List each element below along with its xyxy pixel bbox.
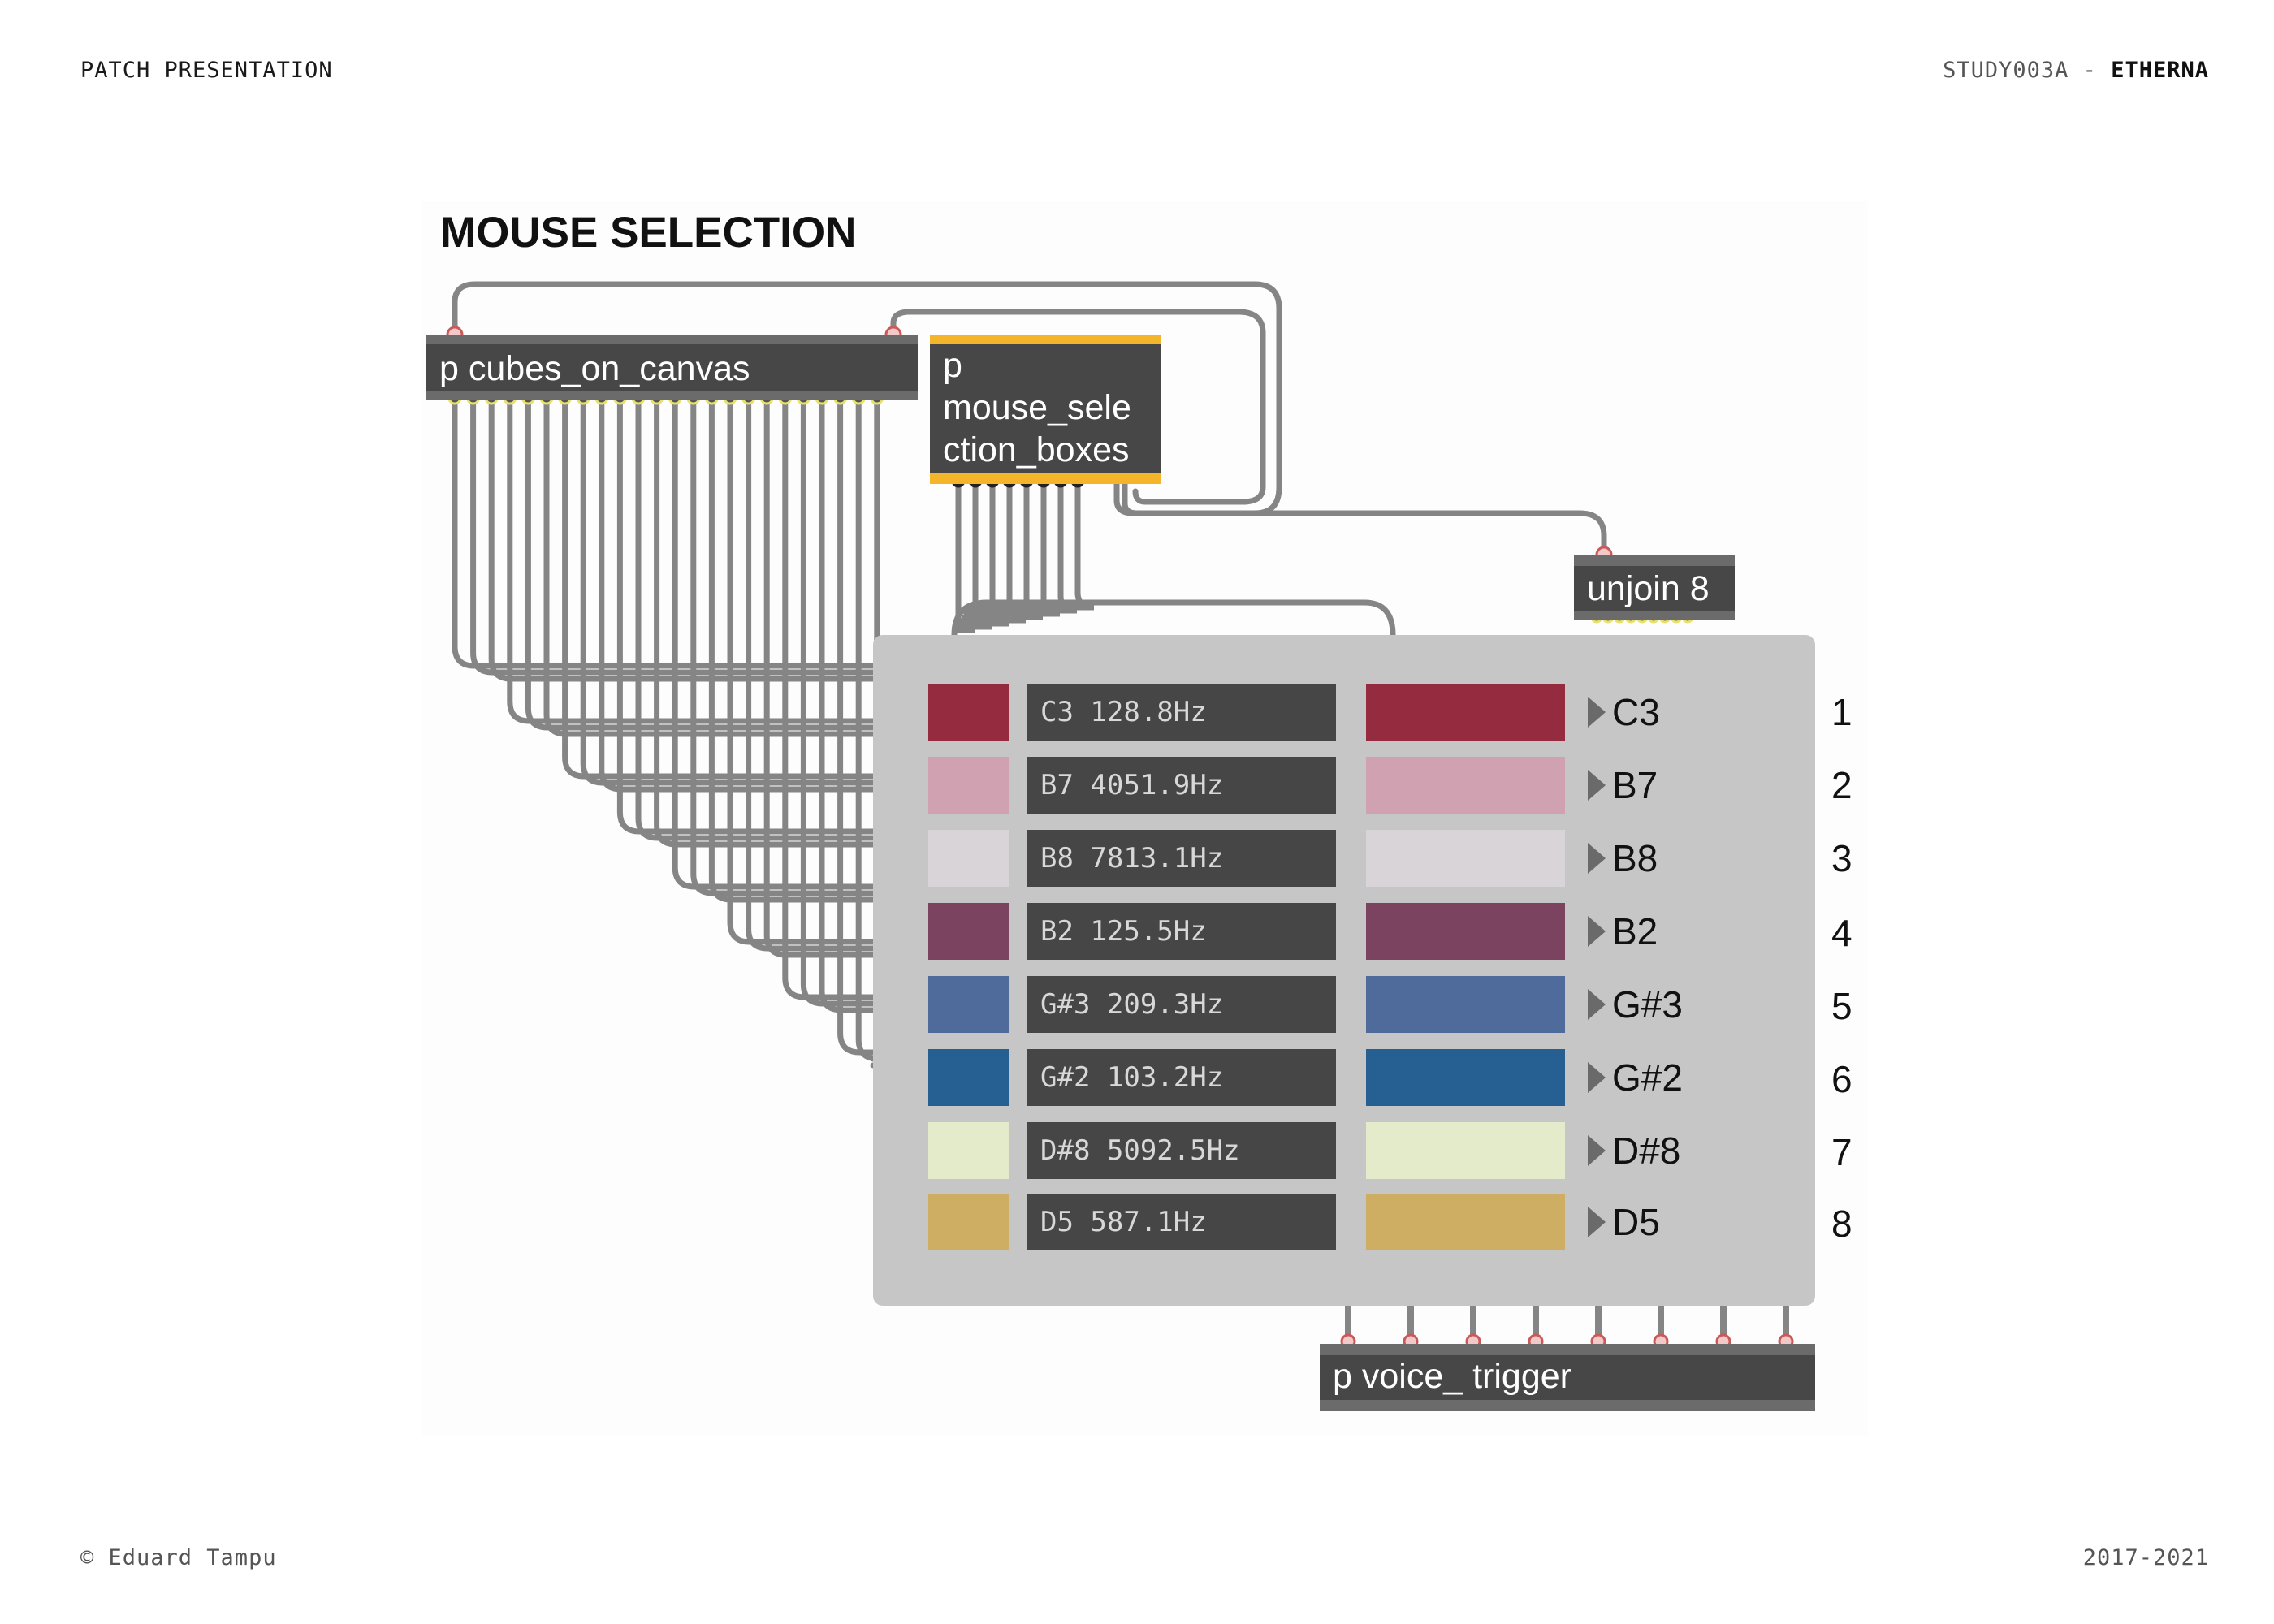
voice-row: D5 587.1Hz D5 — [873, 1194, 1815, 1250]
cube-cord[interactable] — [672, 396, 876, 890]
play-triangle-icon[interactable] — [1588, 697, 1606, 728]
section-title: MOUSE SELECTION — [440, 209, 857, 257]
selection-cord[interactable] — [965, 481, 1078, 614]
voice-index: 7 — [1831, 1131, 1852, 1173]
voice-row: C3 128.8Hz C3 — [873, 684, 1815, 741]
color-swatch[interactable] — [928, 684, 1009, 741]
voice-row: G#3 209.3Hz G#3 — [873, 976, 1815, 1033]
frequency-display: D5 587.1Hz — [1027, 1194, 1336, 1250]
note-label: B8 — [1612, 837, 1658, 879]
frequency-display: B7 4051.9Hz — [1027, 757, 1336, 814]
color-panel[interactable] — [1366, 684, 1565, 741]
frequency-display: G#2 103.2Hz — [1027, 1049, 1336, 1106]
footer-years: 2017-2021 — [2082, 1545, 2209, 1570]
play-triangle-icon[interactable] — [1588, 1135, 1606, 1166]
cube-cord[interactable] — [708, 396, 876, 903]
selection-cord[interactable] — [963, 481, 1061, 617]
note-label: B2 — [1612, 910, 1658, 952]
frequency-display: B2 125.5Hz — [1027, 903, 1336, 960]
color-panel[interactable] — [1366, 830, 1565, 887]
header-right-label: STUDY003A - ETHERNA — [1943, 58, 2209, 83]
color-swatch[interactable] — [928, 757, 1009, 814]
voice-index: 4 — [1831, 912, 1852, 954]
voice-index: 1 — [1831, 691, 1852, 733]
color-panel[interactable] — [1366, 903, 1565, 960]
frequency-display: C3 128.8Hz — [1027, 684, 1336, 741]
color-swatch[interactable] — [928, 1194, 1009, 1250]
play-triangle-icon[interactable] — [1588, 989, 1606, 1020]
header-project-label: ETHERNA — [2111, 58, 2209, 83]
mouse-selection-boxes-object[interactable]: p mouse_sele ction_boxes — [930, 335, 1161, 484]
voice-row: B8 7813.1Hz B8 — [873, 830, 1815, 887]
unjoin-object[interactable]: unjoin 8 — [1574, 555, 1735, 620]
play-triangle-icon[interactable] — [1588, 770, 1606, 801]
voice-index: 6 — [1831, 1058, 1852, 1100]
voice-index: 8 — [1831, 1203, 1852, 1245]
voice-trigger-object[interactable]: p voice_ trigger — [1320, 1344, 1815, 1411]
play-triangle-icon[interactable] — [1588, 1062, 1606, 1093]
voice-row: G#2 103.2Hz G#2 — [873, 1049, 1815, 1106]
voice-row: D#8 5092.5Hz D#8 — [873, 1122, 1815, 1179]
color-swatch[interactable] — [928, 830, 1009, 887]
mouse-object-label: p mouse_sele ction_boxes — [943, 346, 1131, 469]
cube-cord[interactable] — [452, 396, 876, 669]
footer-copyright: © Eduard Tampu — [80, 1545, 277, 1570]
voice-index: 5 — [1831, 985, 1852, 1027]
voice-index: 3 — [1831, 837, 1852, 879]
color-panel[interactable] — [1366, 1049, 1565, 1106]
cubes-on-canvas-object[interactable]: p cubes_on_canvas — [426, 335, 918, 400]
header-left-label: PATCH PRESENTATION — [80, 58, 333, 83]
note-label: G#3 — [1612, 983, 1683, 1026]
unjoin-cord[interactable] — [1113, 481, 1607, 558]
play-triangle-icon[interactable] — [1588, 916, 1606, 947]
note-label: G#2 — [1612, 1056, 1683, 1099]
feedback-cord[interactable] — [890, 309, 1266, 505]
color-panel[interactable] — [1366, 757, 1565, 814]
selection-cord[interactable] — [966, 481, 1095, 611]
header-study-label: STUDY003A - — [1943, 58, 2112, 83]
voice-object-label: p voice_ trigger — [1333, 1357, 1571, 1396]
unjoin-object-label: unjoin 8 — [1587, 569, 1710, 608]
frequency-display: G#3 209.3Hz — [1027, 976, 1336, 1033]
note-label: C3 — [1612, 691, 1660, 733]
color-panel[interactable] — [1366, 1122, 1565, 1179]
frequency-display: B8 7813.1Hz — [1027, 830, 1336, 887]
voice-index: 2 — [1831, 764, 1852, 806]
color-swatch[interactable] — [928, 1122, 1009, 1179]
selection-cord[interactable] — [951, 599, 1396, 638]
color-swatch[interactable] — [928, 976, 1009, 1033]
frequency-display: D#8 5092.5Hz — [1027, 1122, 1336, 1179]
cube-cord[interactable] — [599, 396, 876, 793]
note-label: D#8 — [1612, 1129, 1681, 1172]
cubes-object-label: p cubes_on_canvas — [439, 349, 750, 388]
color-swatch[interactable] — [928, 903, 1009, 960]
play-triangle-icon[interactable] — [1588, 843, 1606, 874]
voice-row: B2 125.5Hz B2 — [873, 903, 1815, 960]
play-triangle-icon[interactable] — [1588, 1207, 1606, 1237]
color-swatch[interactable] — [928, 1049, 1009, 1106]
color-panel[interactable] — [1366, 1194, 1565, 1250]
color-panel[interactable] — [1366, 976, 1565, 1033]
cube-cord[interactable] — [819, 396, 876, 1013]
voice-row: B7 4051.9Hz B7 — [873, 757, 1815, 814]
note-label: D5 — [1612, 1201, 1660, 1243]
note-label: B7 — [1612, 764, 1658, 806]
